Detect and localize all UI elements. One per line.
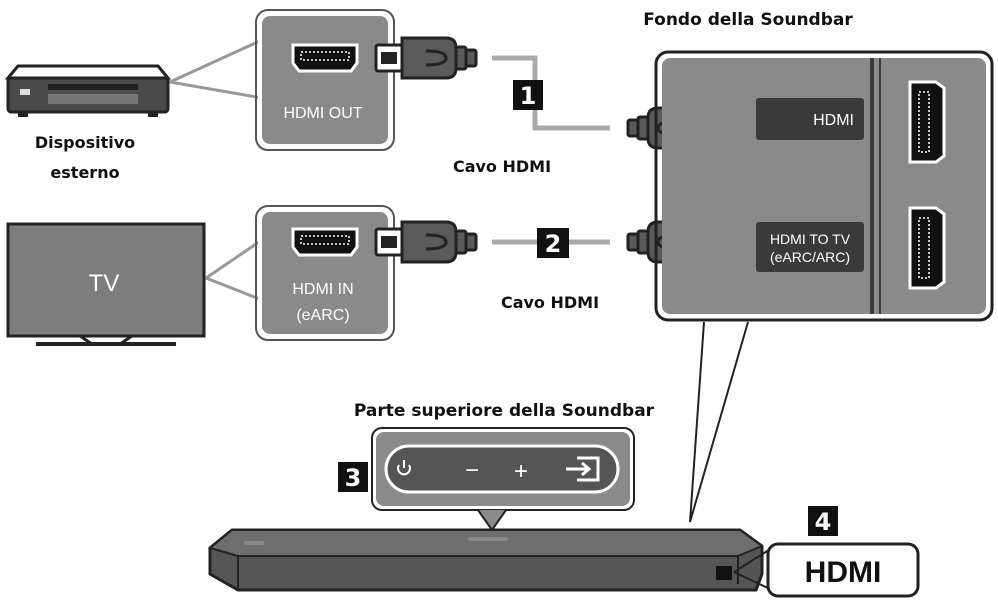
hdmi-in-label: HDMI IN [292,281,353,298]
step-3-number: 3 [345,464,362,492]
external-device-icon [4,64,172,117]
step-1-number: 1 [520,82,537,110]
volume-up-button[interactable]: + [514,458,528,485]
hdmi-badge [766,542,920,598]
step-2-badge [537,228,569,258]
hdmi-badge-text: HDMI [805,556,882,589]
soundbar-bottom-label: Fondo della Soundbar [643,10,853,30]
step-4-badge [808,506,838,536]
cable-1-label: Cavo HDMI [453,157,551,176]
step-4-number: 4 [815,508,832,536]
step-2-number: 2 [545,230,562,258]
soundbar-hdmi-tv-label-2: (eARC/ARC) [770,249,850,265]
soundbar-bottom-panel [654,50,994,322]
hdmi-in-port-icon [291,227,359,257]
soundbar-hdmi-label: HDMI [813,112,854,129]
step-3-badge [338,462,368,492]
hdmi-out-label: HDMI OUT [283,105,362,122]
cable-1 [492,55,610,131]
volume-down-button[interactable]: − [465,457,479,484]
external-device-label: Dispositivo [35,133,135,152]
hdmi-out-port-icon [291,43,359,73]
external-device-label-2: esterno [50,163,119,182]
hdmi-plug-icon [374,220,478,264]
tv-callout [205,238,263,302]
tv-icon [6,222,206,346]
tv-label: TV [89,270,120,297]
bottom-panel-callout [689,321,749,523]
hdmi-in-label-2: (eARC) [296,307,349,324]
hdmi-out-panel [258,12,392,148]
soundbar-hdmi-tv-label: HDMI TO TV [770,231,851,247]
soundbar-top-label: Parte superiore della Soundbar [354,401,655,421]
hdmi-tv-port-icon [908,206,946,290]
top-controls-callout [371,427,635,532]
power-icon[interactable] [397,460,411,476]
soundbar-icon [207,528,765,592]
step-1-badge [513,80,543,110]
hdmi-badge-callout [733,547,773,591]
hdmi-port-icon [908,80,946,164]
source-input-icon[interactable] [566,456,600,482]
cable-2-label: Cavo HDMI [501,293,599,312]
hdmi-plug-icon [374,36,478,80]
device-callout [169,38,263,100]
